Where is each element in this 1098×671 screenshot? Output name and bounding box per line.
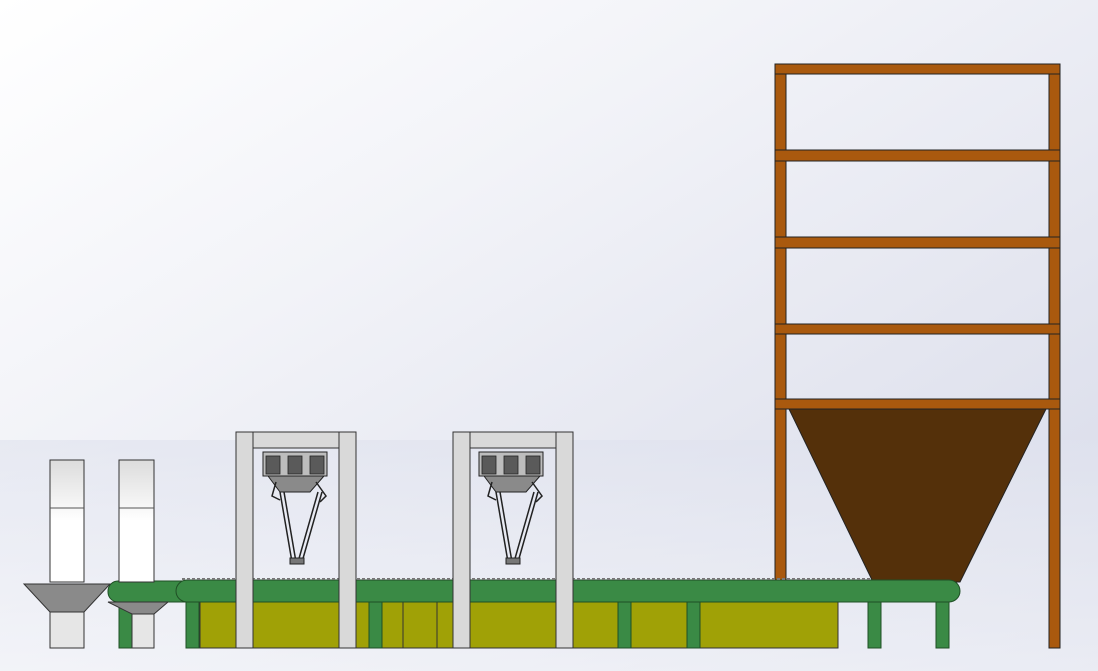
dispenser-2 [107, 459, 170, 649]
dispenser-tube [118, 459, 155, 583]
conveyor-leg [368, 597, 383, 649]
gantry-leg-left [235, 431, 254, 649]
dispenser-1 [22, 459, 112, 649]
silo-crossbar-2 [774, 149, 1061, 162]
silo-crossbar-top [774, 63, 1061, 75]
gantry-2 [452, 431, 574, 649]
delta-robot [478, 451, 544, 565]
silo-hopper [788, 408, 1047, 583]
conveyor-leg [867, 597, 882, 649]
dispenser-outlet [131, 613, 155, 649]
gantry-leg-left [452, 431, 471, 649]
silo-crossbar-4 [774, 323, 1061, 335]
gantry-1 [235, 431, 357, 649]
box [629, 601, 839, 649]
gantry-beam [452, 431, 574, 449]
gantry-leg-right [338, 431, 357, 649]
silo-crossbar-5 [774, 398, 1061, 410]
dispenser-tube [49, 459, 85, 583]
silo-crossbar-3 [774, 236, 1061, 249]
conveyor-leg [686, 597, 701, 649]
silo-tower [774, 63, 1061, 649]
conveyor-leg [935, 597, 950, 649]
dispenser-outlet [49, 611, 85, 649]
conveyor-boxes [199, 601, 839, 649]
gantry-leg-right [555, 431, 574, 649]
gantry-beam [235, 431, 357, 449]
conveyor-leg [617, 597, 632, 649]
conveyor-leg [185, 597, 200, 649]
delta-robot [262, 451, 328, 565]
box [381, 601, 623, 649]
